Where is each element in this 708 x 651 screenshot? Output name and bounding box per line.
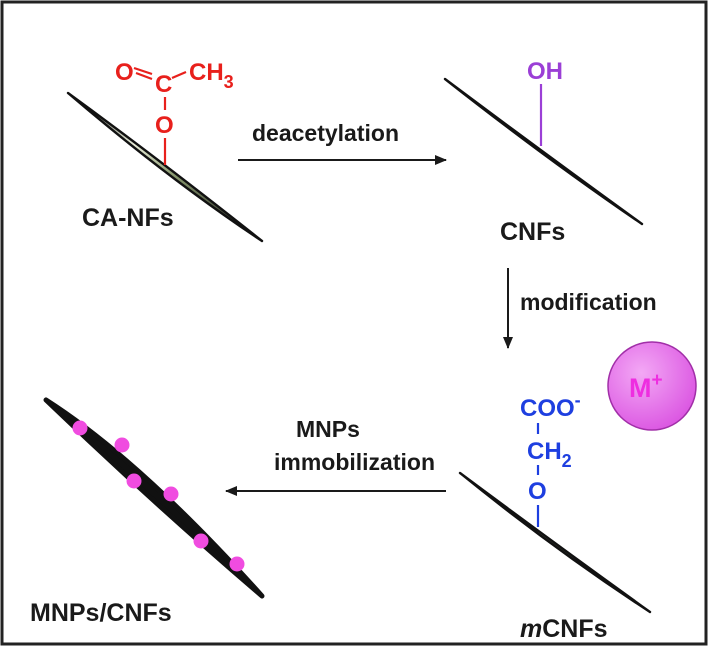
nanoparticle [72,420,88,436]
mcnfs-fiber [458,471,652,614]
nanoparticle [126,473,142,489]
acetyl-double-bond-b [135,71,153,81]
acetyl-double-bond-a [133,66,153,76]
acetyl-o-left: O [115,59,134,86]
carboxymethyl-o: O [528,478,547,505]
metal-ion: M+ [607,341,697,431]
nanoparticle [193,533,209,549]
label-ca-nfs: CA-NFs [82,204,174,232]
label-modification: modification [520,289,657,315]
hydroxyl-group: OH [527,58,563,146]
mnps-cnfs-fiber [43,397,265,599]
carboxymethyl-ch2: CH2 [527,438,572,471]
acetyl-ch3: CH3 [189,59,234,92]
acetyl-c-ch3-bond [171,70,187,80]
metal-ion-sphere [607,341,697,431]
carboxymethyl-group: COO- CH2 O [520,390,581,527]
label-immobilization: immobilization [274,449,435,475]
ca-nfs-fiber [66,91,264,243]
label-cnfs: CNFs [500,218,565,246]
acetyl-group: O C CH3 O [115,59,234,165]
label-mnps-cnfs: MNPs/CNFs [30,599,172,627]
acetyl-c: C [155,71,172,98]
label-immobilization-mnps: MNPs [296,416,360,442]
acetyl-o-bottom: O [155,112,174,139]
nanoparticle [229,556,245,572]
metal-ion-symbol: M+ [629,370,663,403]
nanoparticle [114,437,130,453]
nanoparticle [163,486,179,502]
cnfs-fiber [443,77,644,226]
label-deacetylation: deacetylation [252,120,399,146]
hydroxyl-oh: OH [527,58,563,85]
carboxymethyl-coo: COO- [520,390,581,422]
mnps-fiber-body [43,397,265,599]
label-mcnfs: mCNFs [520,615,608,643]
